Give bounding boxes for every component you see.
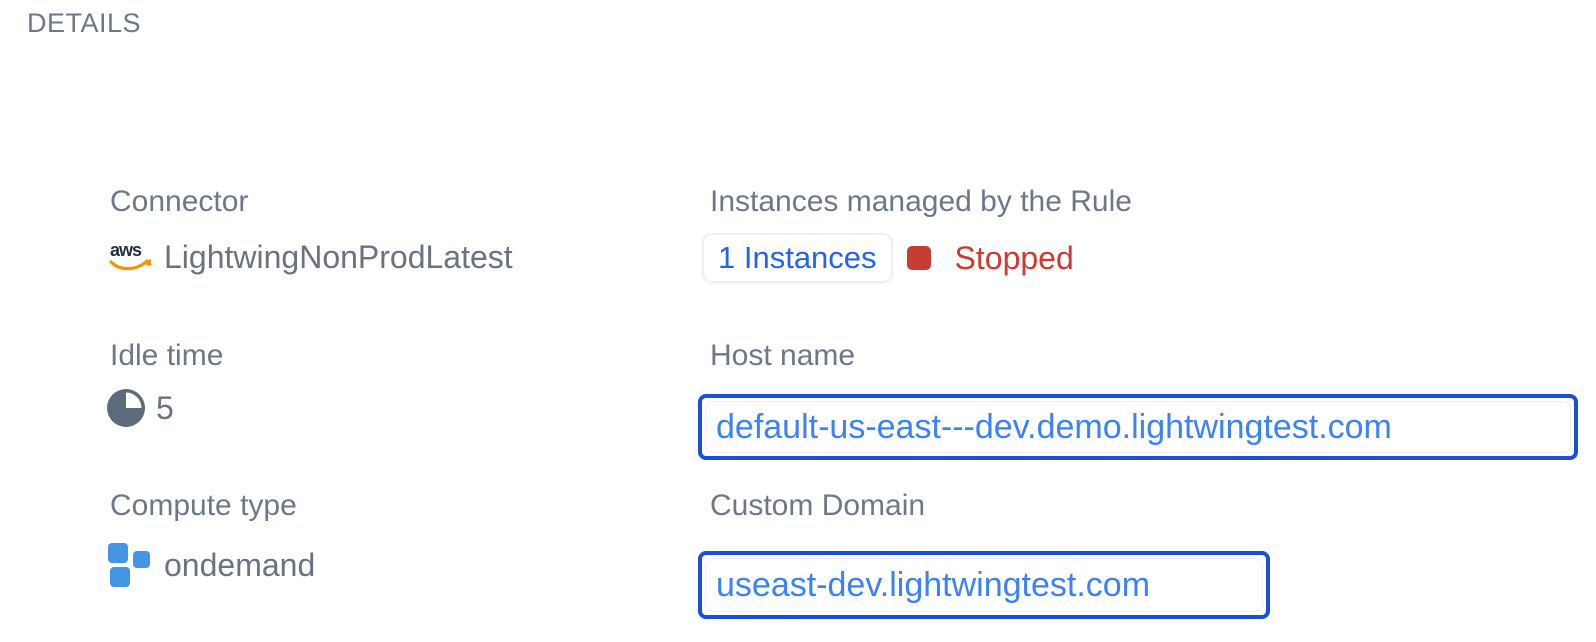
idle-time-value: 5 bbox=[106, 388, 174, 428]
custom-domain-link[interactable]: useast-dev.lightwingtest.com bbox=[705, 558, 1263, 612]
compute-type-value-text: ondemand bbox=[164, 546, 316, 583]
aws-smile-path bbox=[109, 259, 149, 271]
host-name-box: default-us-east---dev.demo.lightwingtest… bbox=[698, 394, 1578, 460]
compute-squares-icon bbox=[108, 543, 150, 587]
pie-chart-icon bbox=[107, 389, 145, 427]
aws-smile-arrowhead bbox=[144, 258, 152, 266]
instances-label: Instances managed by the Rule bbox=[710, 185, 1132, 218]
connector-label: Connector bbox=[110, 185, 249, 218]
connector-value-text: LightwingNonProdLatest bbox=[164, 238, 513, 275]
custom-domain-box: useast-dev.lightwingtest.com bbox=[698, 551, 1270, 619]
instances-count-link[interactable]: 1 Instances bbox=[702, 233, 893, 283]
section-title: DETAILS bbox=[27, 8, 142, 38]
connector-value: aws LightwingNonProdLatest bbox=[106, 238, 513, 276]
aws-icon: aws bbox=[109, 240, 152, 271]
instances-value: 1 Instances Stopped bbox=[702, 233, 1074, 283]
aws-logo-text: aws bbox=[110, 240, 142, 260]
host-name-label: Host name bbox=[710, 339, 856, 372]
compute-type-value: ondemand bbox=[108, 542, 315, 588]
stopped-status-square-icon bbox=[906, 246, 931, 270]
compute-type-label: Compute type bbox=[110, 489, 297, 522]
instances-status-text: Stopped bbox=[954, 239, 1074, 276]
idle-time-value-text: 5 bbox=[156, 389, 174, 426]
host-name-link[interactable]: default-us-east---dev.demo.lightwingtest… bbox=[705, 401, 1571, 453]
idle-time-label: Idle time bbox=[110, 339, 224, 372]
custom-domain-label: Custom Domain bbox=[710, 489, 926, 522]
